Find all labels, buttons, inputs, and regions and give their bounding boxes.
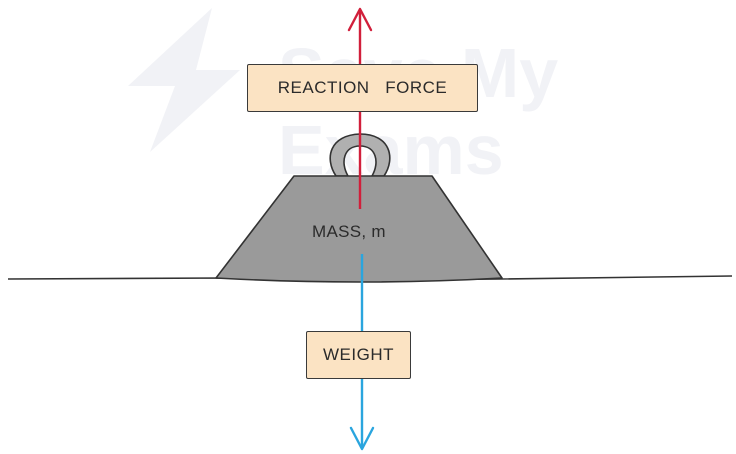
reaction-force-label: REACTION FORCE xyxy=(247,64,478,112)
weight-arrowhead xyxy=(349,426,375,451)
weight-label: WEIGHT xyxy=(306,331,411,379)
watermark-line-2: Exams xyxy=(278,111,504,189)
reaction-arrowhead xyxy=(347,7,373,32)
mass-body xyxy=(215,175,503,283)
mass-label: MASS, m xyxy=(312,222,386,241)
watermark-bolt-icon xyxy=(128,8,240,152)
